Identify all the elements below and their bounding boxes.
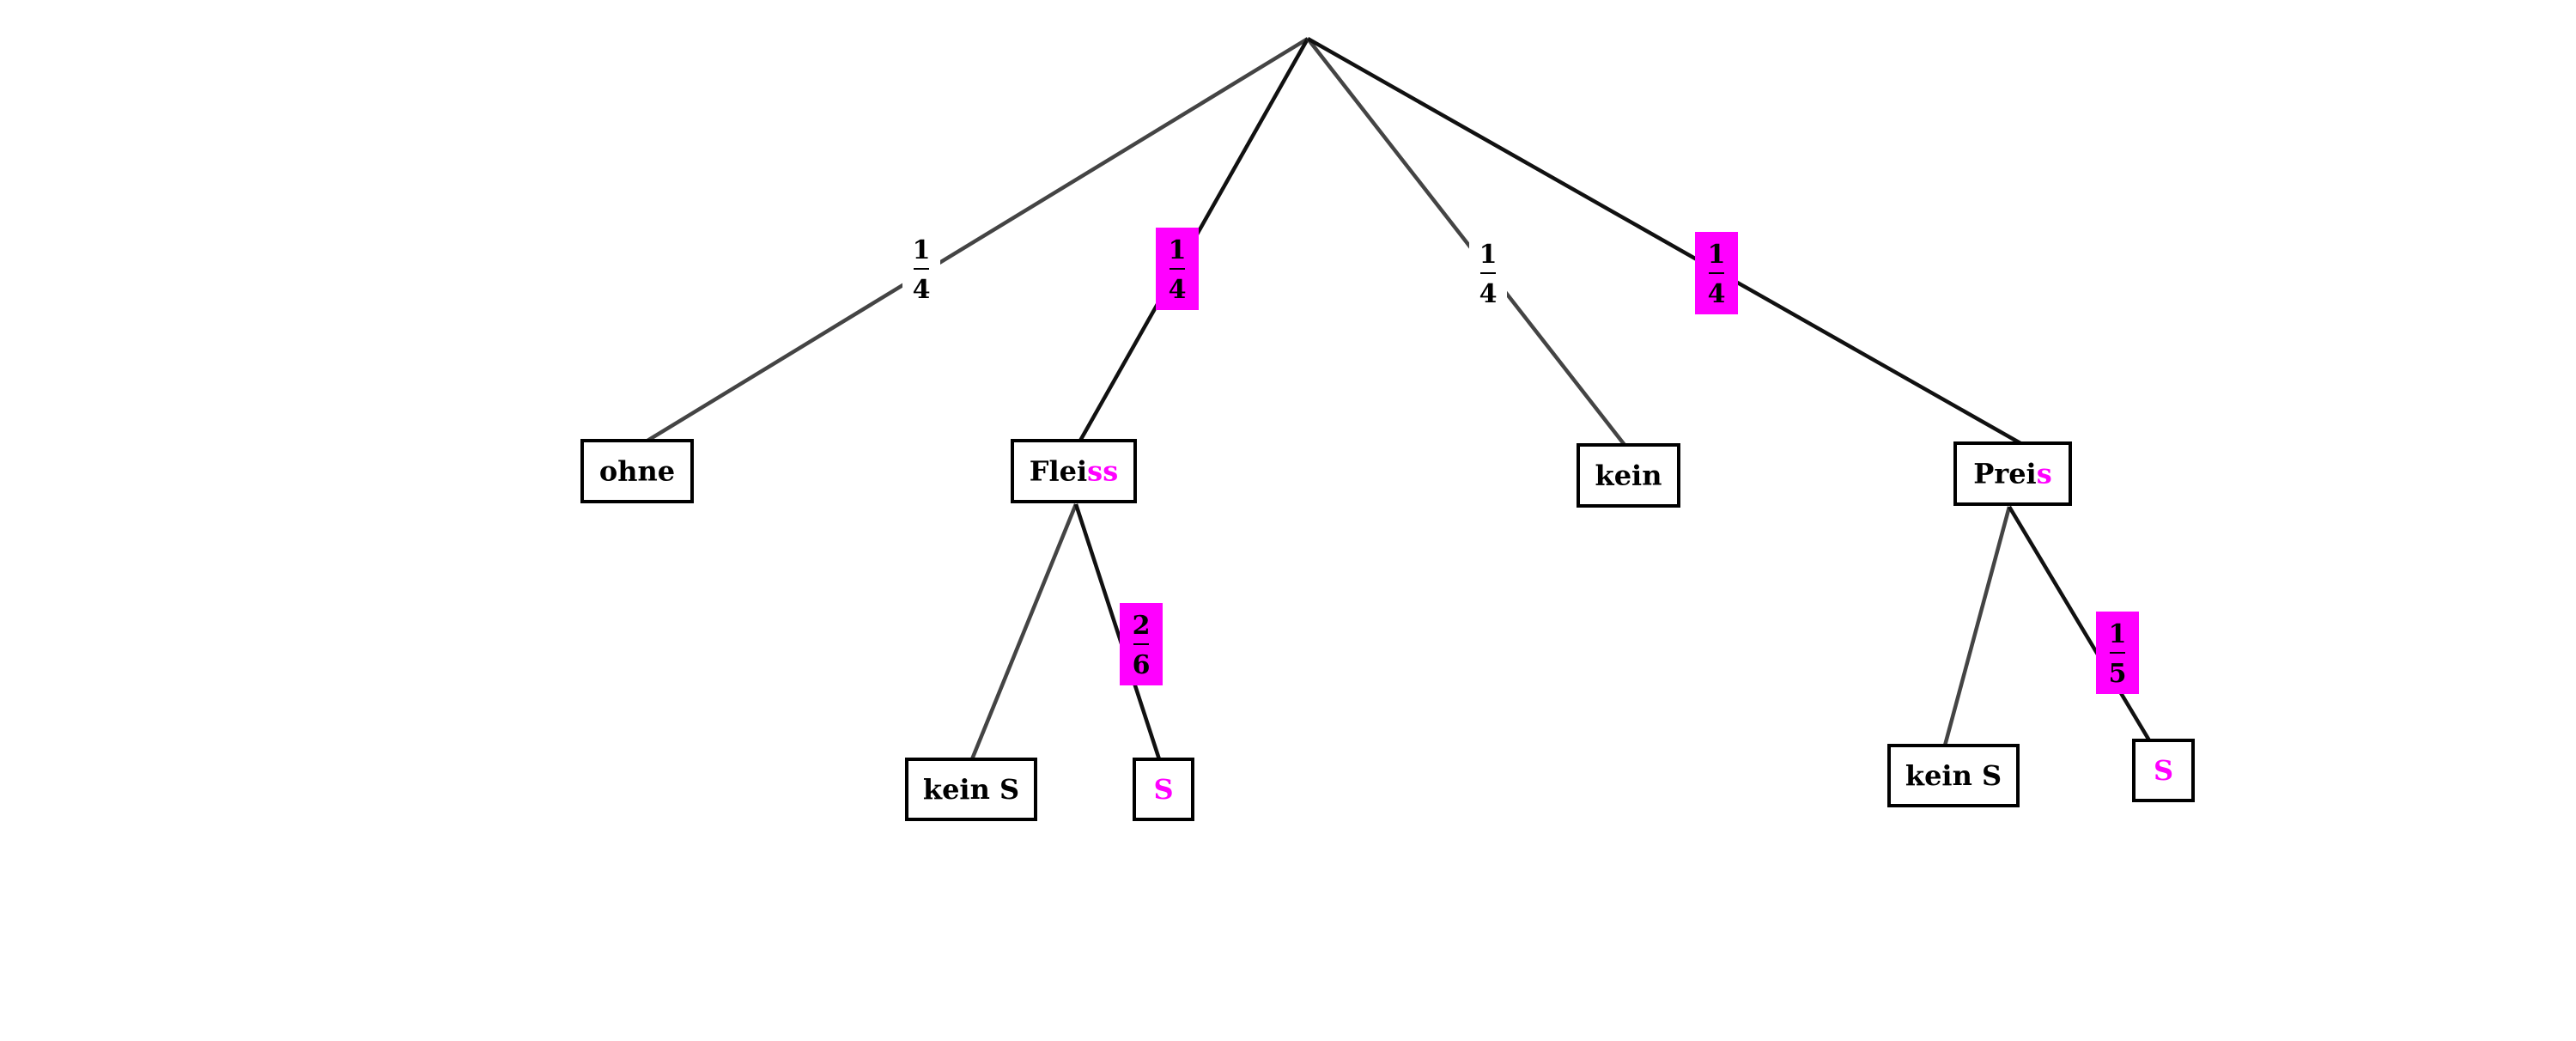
node-label: S <box>1153 773 1173 806</box>
edge-root-to-ohne <box>646 37 1309 442</box>
node-label: ohne <box>599 455 675 488</box>
node-label-highlight-part: S <box>2154 754 2173 787</box>
node-label: kein S <box>923 773 1019 806</box>
edge-preis-to-preis-s <box>2008 505 2151 742</box>
probability-denominator: 5 <box>2109 659 2127 689</box>
probability-numerator: 2 <box>1133 611 1151 641</box>
node-preis: Preis <box>1953 441 2072 506</box>
edge-fleiss-to-fleiss-kein-s <box>969 503 1078 760</box>
node-label-highlight-part: S <box>1153 773 1173 806</box>
node-fleiss-s: S <box>1133 758 1194 821</box>
probability-label-preis-s: 15 <box>2096 612 2139 694</box>
probability-label-fleiss: 14 <box>1156 228 1199 310</box>
node-label: Preis <box>1973 458 2051 490</box>
probability-denominator: 4 <box>1708 279 1726 309</box>
node-box <box>1011 439 1137 503</box>
node-label-highlight-part: s <box>2037 458 2052 490</box>
node-label-highlight-part: ss <box>1087 455 1118 488</box>
probability-denominator: 4 <box>1169 275 1187 305</box>
probability-label-fleiss-s: 26 <box>1120 603 1163 685</box>
probability-label-preis: 14 <box>1695 232 1738 314</box>
probability-denominator: 6 <box>1133 650 1151 680</box>
node-fleiss: Fleiss <box>1011 439 1137 503</box>
node-label-part: kein S <box>923 773 1019 806</box>
probability-numerator: 1 <box>1169 235 1187 265</box>
node-fleiss-kein-s: kein S <box>905 758 1037 821</box>
node-box <box>1887 744 2020 807</box>
node-ohne: ohne <box>580 439 694 503</box>
node-box <box>1577 443 1680 508</box>
node-label: S <box>2154 754 2173 787</box>
node-label-part: kein S <box>1905 759 2002 792</box>
node-box <box>905 758 1037 821</box>
edge-fleiss-to-fleiss-s <box>1073 503 1162 760</box>
node-preis-kein-s: kein S <box>1887 744 2020 807</box>
probability-denominator: 4 <box>913 275 931 305</box>
node-label-part: kein <box>1595 460 1662 492</box>
node-label-part: Prei <box>1973 458 2036 490</box>
probability-numerator: 1 <box>1479 240 1498 270</box>
node-box <box>580 439 694 503</box>
probability-numerator: 1 <box>913 235 931 265</box>
node-preis-s: S <box>2132 739 2195 802</box>
probability-label-kein: 14 <box>1469 234 1507 313</box>
edge-root-to-kein <box>1306 37 1626 447</box>
node-box <box>2132 739 2195 802</box>
edge-preis-to-preis-kein-s <box>1942 506 2012 746</box>
node-label: kein <box>1595 460 1662 492</box>
probability-numerator: 1 <box>2109 619 2127 649</box>
probability-label-ohne: 14 <box>902 229 940 308</box>
node-label: Fleiss <box>1030 455 1118 488</box>
node-box <box>1133 758 1194 821</box>
node-label: kein S <box>1905 759 2002 792</box>
edge-root-to-preis <box>1306 37 2022 445</box>
node-label-part: ohne <box>599 455 675 488</box>
node-kein: kein <box>1577 443 1680 508</box>
node-box <box>1953 441 2072 506</box>
node-label-part: Flei <box>1030 455 1087 488</box>
probability-numerator: 1 <box>1708 240 1726 270</box>
probability-denominator: 4 <box>1479 279 1498 309</box>
edges-layer <box>646 37 2151 760</box>
